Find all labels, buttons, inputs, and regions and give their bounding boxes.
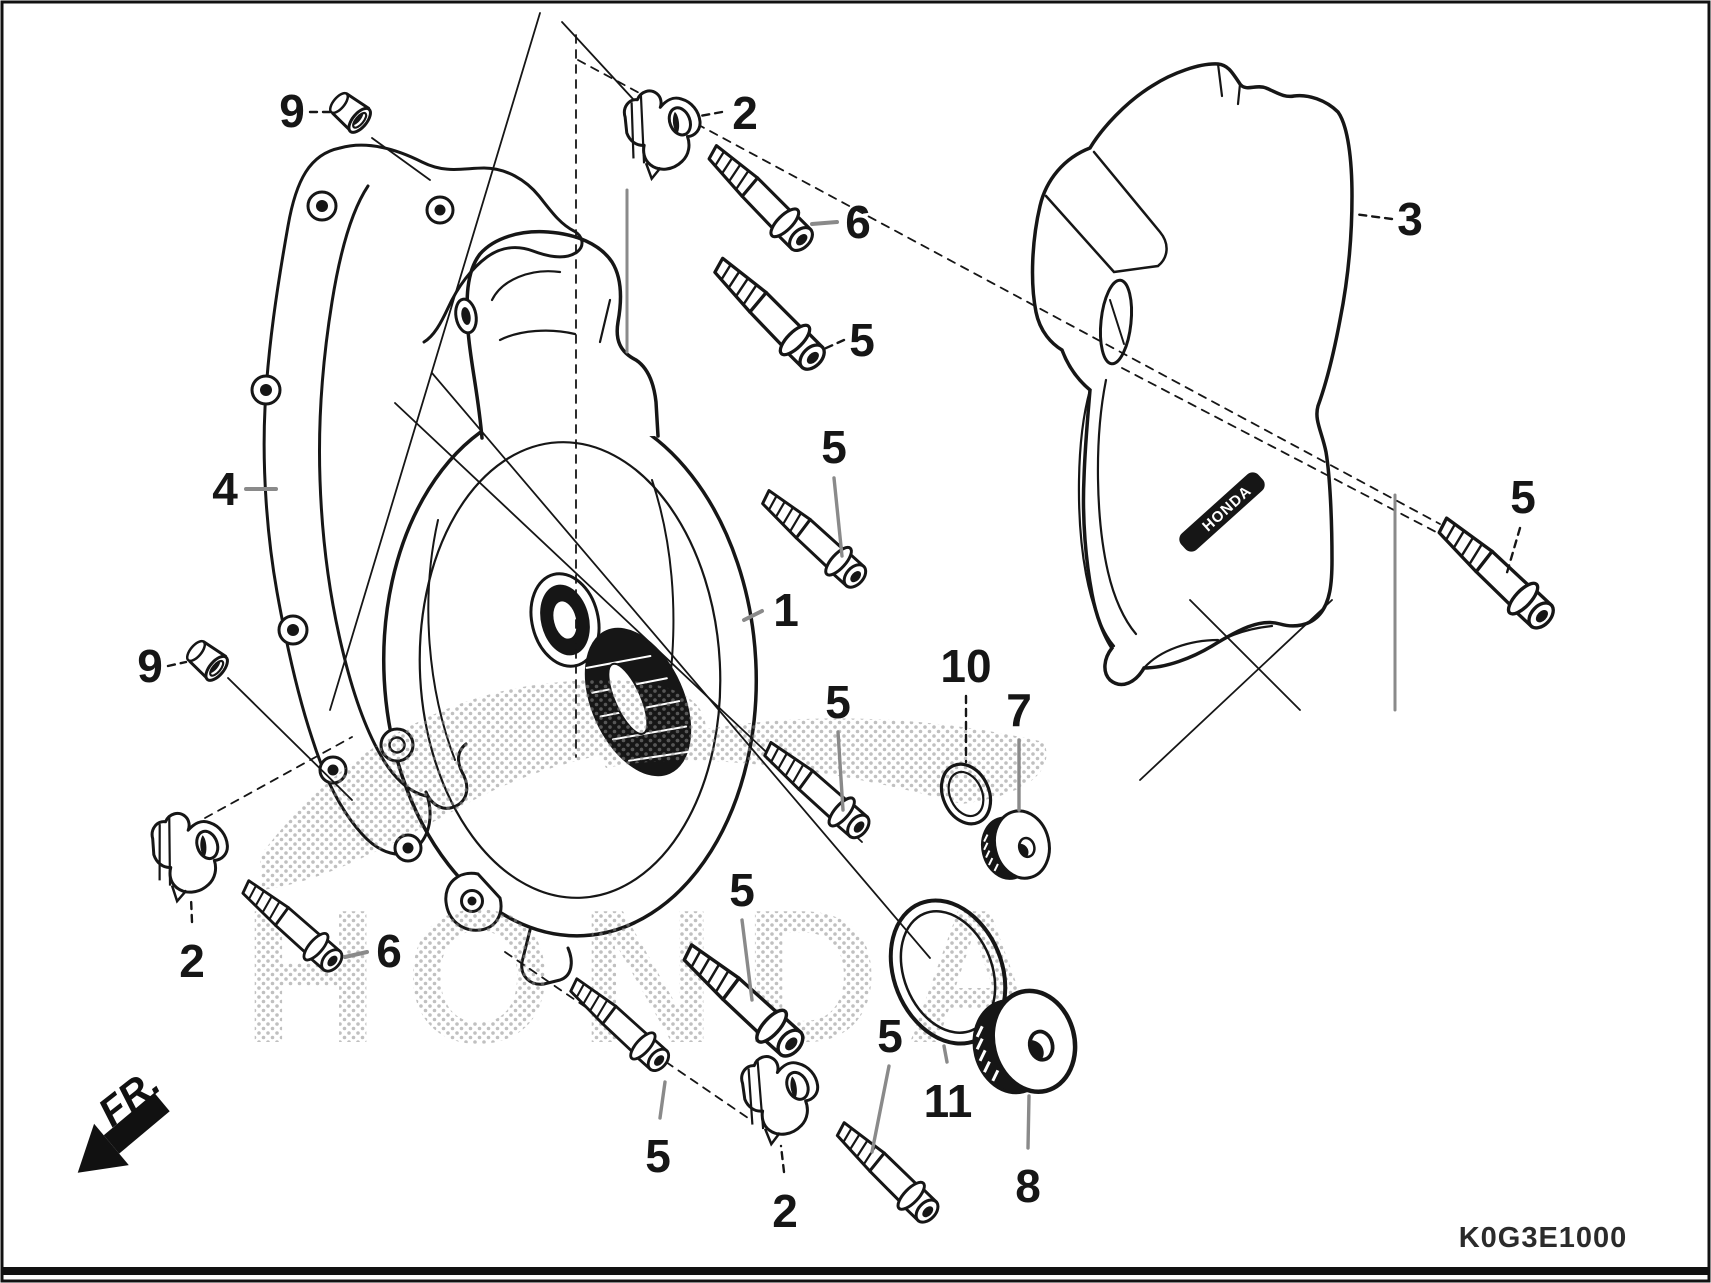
part-9-dowel-pin-left <box>180 634 234 686</box>
callout-6-top: 6 <box>845 196 871 248</box>
ref-line-1 <box>329 12 541 711</box>
leader-8 <box>1026 1094 1031 1150</box>
callout-9-top: 9 <box>279 85 305 137</box>
callout-1: 1 <box>773 584 799 636</box>
part-5-flange-bolt-f <box>826 1112 947 1232</box>
front-arrow-icon <box>77 1092 170 1173</box>
leader-11 <box>942 1044 949 1064</box>
leader-5f <box>870 1064 891 1154</box>
part-10-oring-small <box>939 762 993 826</box>
part-5-flange-bolt-d <box>1426 506 1564 638</box>
ref-line-9 <box>1139 599 1333 781</box>
front-label: FR. <box>90 1061 168 1135</box>
ref-line-6 <box>431 372 931 959</box>
callout-5-mid-upper: 5 <box>821 421 847 473</box>
callout-5-center: 5 <box>729 864 755 916</box>
callout-11: 11 <box>924 1075 973 1127</box>
diagram-code: K0G3E1000 <box>1459 1222 1628 1254</box>
callout-2-top: 2 <box>732 87 758 139</box>
leader-5g <box>740 918 754 1002</box>
part-6-flange-bolt-top <box>697 135 822 260</box>
front-direction-indicator: FR. <box>77 1061 170 1173</box>
callout-10: 10 <box>940 640 991 692</box>
part-5-flange-bolt-b <box>751 480 875 597</box>
leader-lines <box>166 110 1522 1174</box>
honda-watermark: HONDA <box>242 679 1047 1083</box>
callout-8: 8 <box>1015 1160 1041 1212</box>
ref-line-15 <box>227 677 353 801</box>
callout-9-left: 9 <box>137 640 163 692</box>
leader-5e <box>658 1080 667 1120</box>
ref-line-14 <box>371 137 431 181</box>
callout-5-top: 5 <box>849 314 875 366</box>
leader-5a <box>822 338 846 351</box>
leader-5b <box>832 476 844 558</box>
ref-line-13 <box>204 736 353 819</box>
part-5-flange-bolt-a <box>702 247 834 379</box>
callout-2-bottom-center: 2 <box>772 1185 798 1237</box>
leader-6b <box>343 950 369 959</box>
ref-line-12 <box>504 951 749 1119</box>
part-9-dowel-pin-top <box>323 86 377 138</box>
leader-9b <box>166 660 188 668</box>
callout-5-bottom-right: 5 <box>877 1010 903 1062</box>
leader-3 <box>1352 212 1394 221</box>
callout-labels: 9 2 6 5 3 4 5 9 1 5 5 10 7 5 6 2 5 5 2 1… <box>137 85 1536 1237</box>
part-2-clamp-top <box>620 84 707 183</box>
ref-line-8 <box>1189 599 1301 711</box>
leader-1 <box>742 609 764 622</box>
leader-5c <box>836 730 845 812</box>
leader-5d <box>1504 526 1522 578</box>
leader-2a <box>698 110 724 118</box>
part-3-left-side-cover: HONDA <box>1030 62 1354 687</box>
callout-6-bottom: 6 <box>376 925 402 977</box>
callout-5-bottom-left: 5 <box>645 1130 671 1182</box>
callout-2-bottom-left: 2 <box>179 935 205 987</box>
leader-2c <box>779 1144 786 1174</box>
part-2-clamp-bottom-left <box>149 808 233 905</box>
leader-6a <box>810 220 839 226</box>
callout-7: 7 <box>1006 684 1032 736</box>
leader-2b <box>189 896 194 924</box>
ref-line-4 <box>577 59 1441 525</box>
callout-5-far-right: 5 <box>1510 471 1536 523</box>
callout-4: 4 <box>212 463 238 515</box>
callout-5-mid: 5 <box>825 676 851 728</box>
callout-3: 3 <box>1397 193 1423 245</box>
